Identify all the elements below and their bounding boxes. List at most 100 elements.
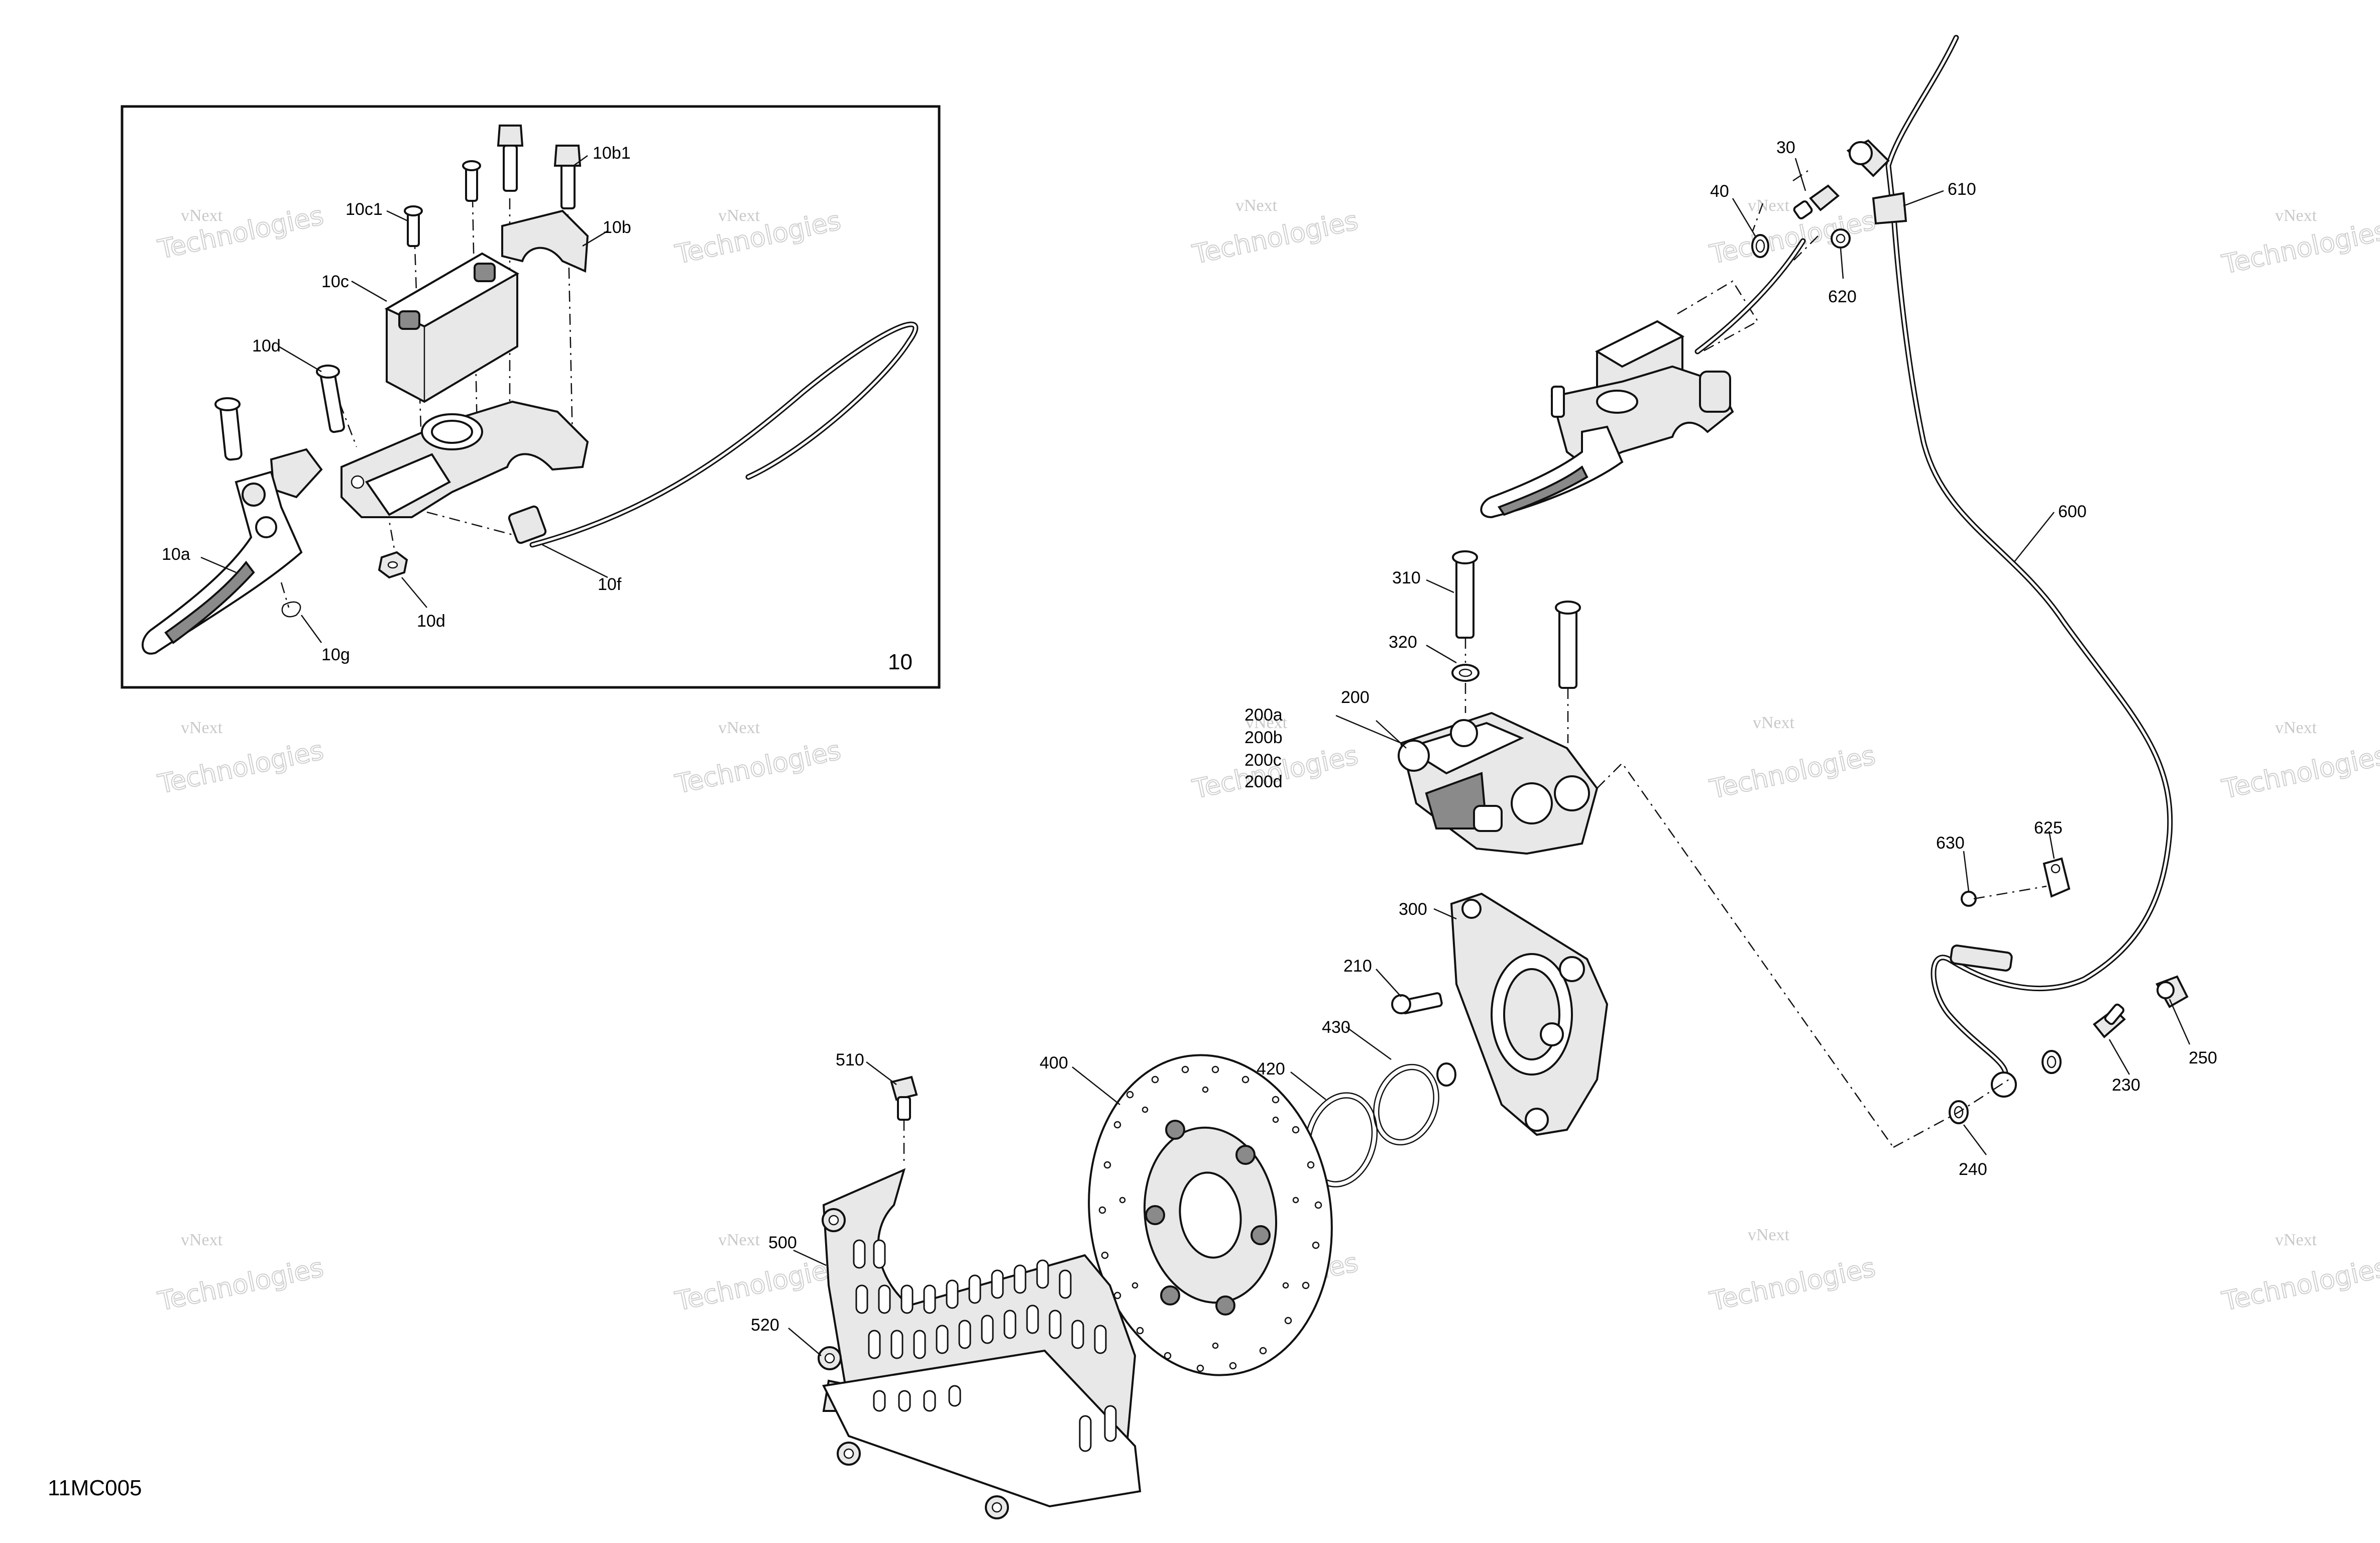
screw-630 bbox=[1961, 891, 1977, 907]
washer bbox=[2042, 1050, 2062, 1074]
callout-210: 210 bbox=[1343, 957, 1372, 976]
svg-text:Technologies: Technologies bbox=[1190, 206, 1361, 270]
reservoir-10c bbox=[384, 252, 520, 403]
seal-40 bbox=[1751, 234, 1769, 258]
svg-text:vNext: vNext bbox=[181, 206, 223, 225]
watermark: vNext Technologies bbox=[155, 200, 326, 266]
svg-text:Technologies: Technologies bbox=[672, 1253, 843, 1317]
svg-text:vNext: vNext bbox=[2275, 719, 2317, 737]
cap-250 bbox=[2156, 975, 2189, 1008]
callout-310: 310 bbox=[1392, 568, 1421, 587]
master-cylinder-body bbox=[341, 400, 589, 518]
callout-10c1: 10c1 bbox=[346, 200, 383, 219]
inset-frame bbox=[121, 105, 941, 689]
bolt-10b1 bbox=[553, 145, 582, 209]
bolt-310 bbox=[1555, 601, 1581, 689]
watermark: vNext Technologies bbox=[155, 719, 326, 800]
banjo-fittings bbox=[1751, 184, 1851, 258]
brake-disc-400 bbox=[1088, 1054, 1333, 1376]
watermark: vNext Technologies bbox=[1707, 1226, 1878, 1318]
inset-master-cylinder-detail: 10 bbox=[121, 105, 941, 689]
nut-520 bbox=[818, 1346, 842, 1370]
callout-430: 430 bbox=[1322, 1018, 1350, 1037]
callout-400: 400 bbox=[1040, 1053, 1068, 1073]
svg-text:vNext: vNext bbox=[1748, 196, 1790, 215]
svg-text:vNext: vNext bbox=[2275, 206, 2317, 225]
svg-text:Technologies: Technologies bbox=[2219, 216, 2380, 280]
callout-240: 240 bbox=[1959, 1160, 1987, 1179]
banjo-bolt-30 bbox=[1793, 184, 1840, 219]
watermark: vNext Technologies bbox=[672, 719, 844, 800]
callout-200: 200 bbox=[1341, 688, 1370, 707]
svg-text:vNext: vNext bbox=[2275, 1231, 2317, 1249]
callout-510: 510 bbox=[836, 1050, 864, 1070]
callout-200b: 200b bbox=[1244, 728, 1283, 747]
svg-text:vNext: vNext bbox=[718, 206, 760, 225]
callout-200c: 200c bbox=[1244, 751, 1282, 770]
watermark: vNext Technologies bbox=[2219, 206, 2380, 281]
watermark: vNext Technologies bbox=[155, 1231, 326, 1318]
callout-420: 420 bbox=[1257, 1059, 1285, 1079]
bolt-210 bbox=[1391, 992, 1443, 1014]
svg-text:vNext: vNext bbox=[718, 719, 760, 737]
brake-line-10f bbox=[508, 321, 919, 548]
bleeder-230 bbox=[2093, 1003, 2126, 1038]
bolt-310 bbox=[1452, 550, 1478, 639]
bolt-510 bbox=[890, 1076, 918, 1121]
svg-text:vNext: vNext bbox=[181, 719, 223, 737]
disc-vent-holes bbox=[1098, 1065, 1322, 1372]
svg-text:vNext: vNext bbox=[1245, 714, 1288, 732]
pin-10d bbox=[316, 365, 345, 433]
inset-number: 10 bbox=[888, 650, 913, 674]
clamp-10b bbox=[501, 209, 589, 273]
callout-10b: 10b bbox=[603, 218, 631, 237]
svg-text:vNext: vNext bbox=[1753, 714, 1795, 732]
svg-text:Technologies: Technologies bbox=[672, 736, 843, 800]
hose-clip-625 bbox=[2043, 857, 2071, 898]
callout-10b1: 10b1 bbox=[593, 144, 631, 163]
guard-slots bbox=[853, 1239, 1117, 1452]
bolt-10b1 bbox=[497, 125, 524, 192]
brake-caliper-200 bbox=[1398, 711, 1599, 855]
brake-hose-600 bbox=[1846, 35, 2173, 1098]
callout-500: 500 bbox=[768, 1233, 797, 1252]
watermark: vNext Technologies bbox=[2219, 719, 2380, 805]
callout-610: 610 bbox=[1948, 180, 1976, 199]
callout-300: 300 bbox=[1399, 900, 1427, 919]
svg-text:Technologies: Technologies bbox=[2219, 741, 2380, 805]
callout-250: 250 bbox=[2189, 1048, 2217, 1067]
svg-text:Technologies: Technologies bbox=[155, 1253, 326, 1317]
screw-10c1 bbox=[404, 205, 423, 247]
nut-10d bbox=[378, 551, 408, 579]
callout-10c: 10c bbox=[321, 272, 349, 291]
watermark: vNext Technologies bbox=[2219, 1231, 2380, 1318]
disc-guard-500 bbox=[822, 1168, 1142, 1508]
screw-10c1 bbox=[462, 160, 481, 202]
washer-320 bbox=[1451, 664, 1480, 682]
o-ring-430 bbox=[1373, 1063, 1439, 1146]
callout-230: 230 bbox=[2112, 1076, 2140, 1095]
callout-10f: 10f bbox=[598, 575, 622, 594]
callout-520: 520 bbox=[751, 1316, 779, 1335]
drawing-code: 11MC005 bbox=[48, 1476, 142, 1500]
svg-text:Technologies: Technologies bbox=[155, 736, 326, 800]
watermark: vNext Technologies bbox=[672, 1231, 844, 1318]
master-cylinder-assembly bbox=[1480, 170, 1819, 519]
callout-10d: 10d bbox=[417, 612, 445, 631]
callout-10g: 10g bbox=[321, 645, 350, 664]
watermark: vNext Technologies bbox=[1189, 196, 1361, 271]
callout-630: 630 bbox=[1936, 834, 1965, 853]
svg-text:Technologies: Technologies bbox=[2219, 1253, 2380, 1317]
washer-620 bbox=[1831, 228, 1851, 249]
clip-10g bbox=[281, 601, 301, 618]
nut-520 bbox=[837, 1442, 861, 1466]
callout-320: 320 bbox=[1389, 633, 1417, 652]
callout-30: 30 bbox=[1776, 138, 1795, 157]
svg-text:vNext: vNext bbox=[1235, 196, 1278, 215]
callout-600: 600 bbox=[2058, 502, 2087, 521]
svg-text:vNext: vNext bbox=[718, 1231, 760, 1249]
svg-text:Technologies: Technologies bbox=[1707, 741, 1878, 805]
callout-200a: 200a bbox=[1244, 705, 1283, 725]
svg-text:Technologies: Technologies bbox=[1707, 1253, 1878, 1317]
